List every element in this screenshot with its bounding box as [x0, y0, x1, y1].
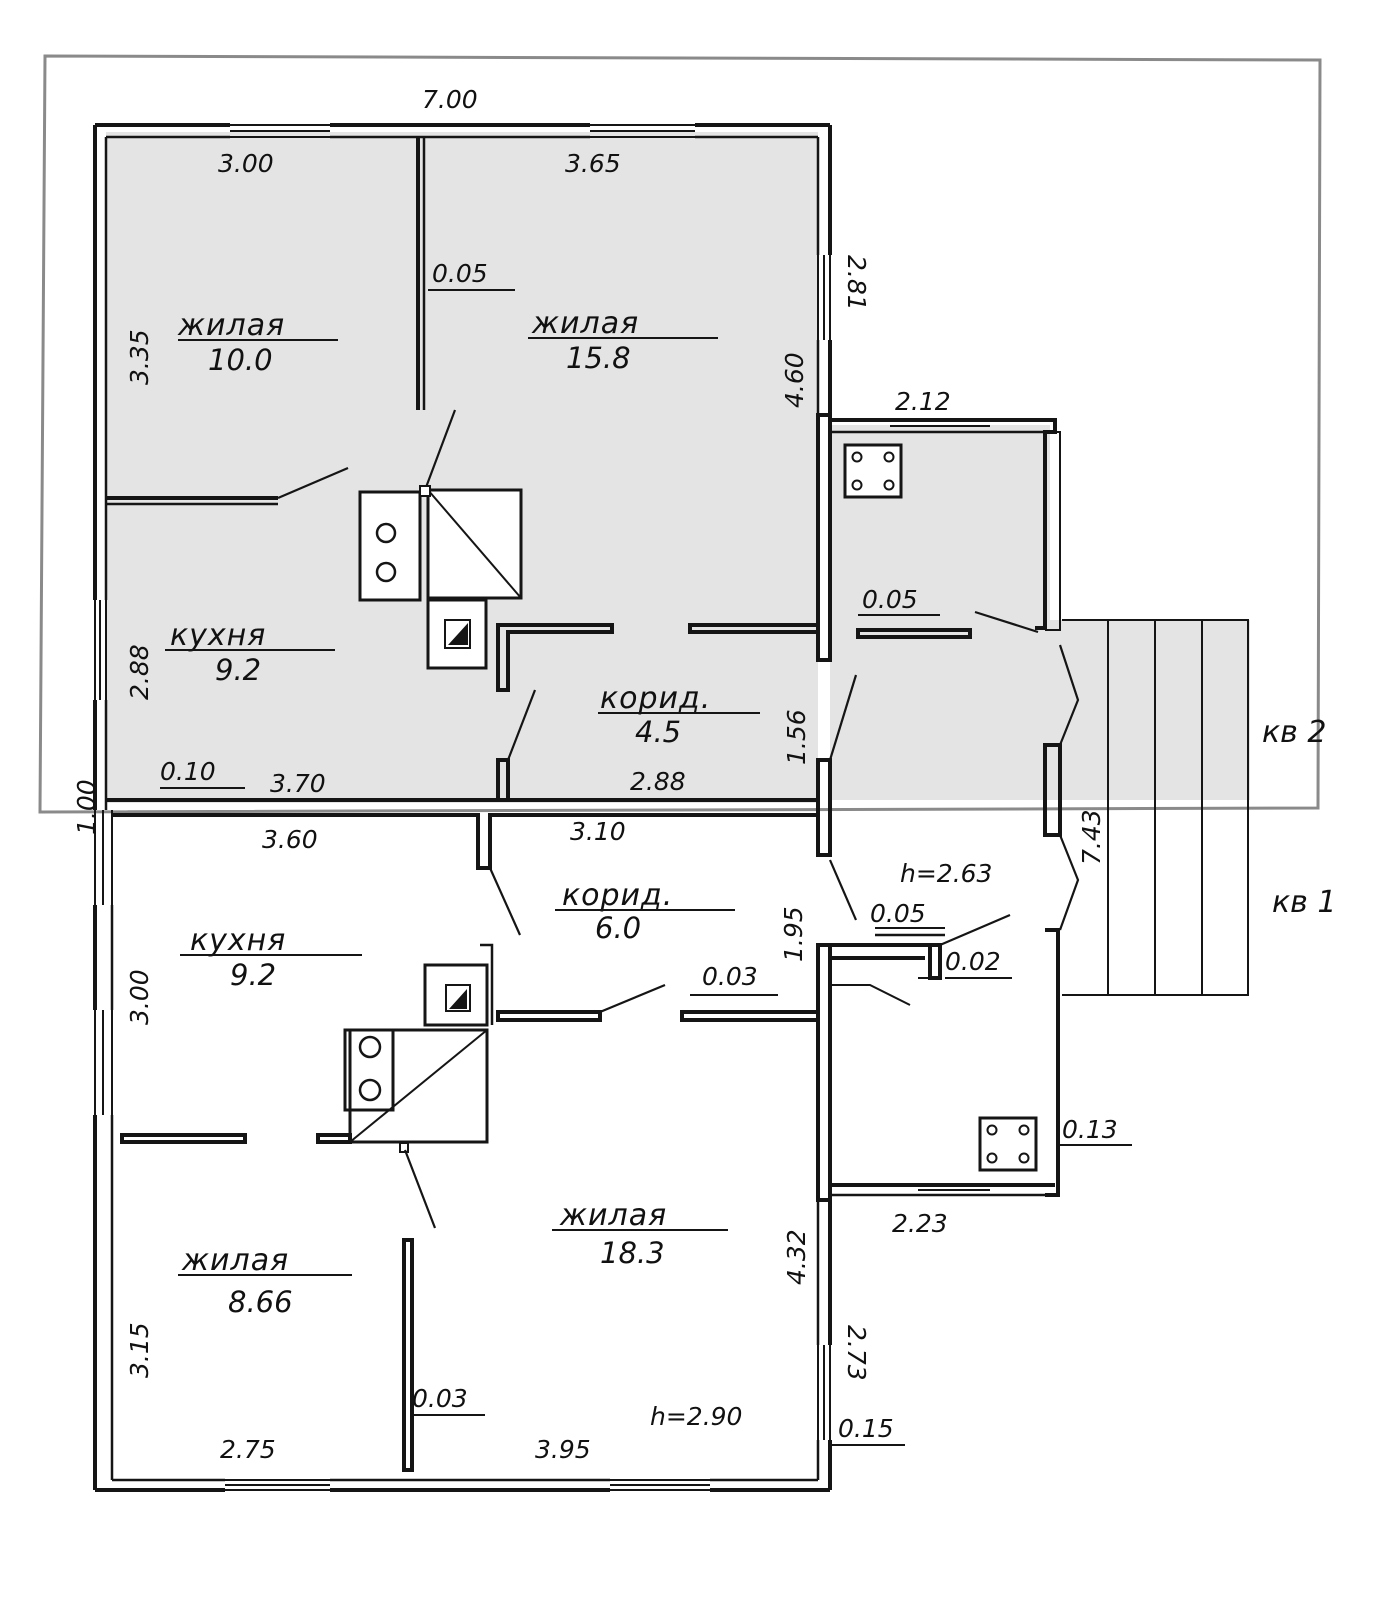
dimension-label: 4.32: [782, 1229, 811, 1285]
dimension-label: 0.10: [160, 757, 216, 786]
dimension-label: 7.43: [1077, 809, 1106, 865]
dimension-label: 3.60: [262, 825, 318, 854]
room-area: 8.66: [228, 1285, 293, 1319]
dimension-label: 2.81: [842, 255, 871, 311]
apartment-labels: кв 2 кв 1: [1262, 715, 1336, 920]
room-area: 9.2: [230, 958, 276, 992]
dimension-label: 0.03: [702, 962, 758, 991]
entry-steps: [1062, 619, 1249, 996]
room-name: жилая: [559, 1198, 667, 1233]
lower-vestibule: [828, 859, 1055, 1197]
dimension-label: 3.10: [570, 817, 626, 846]
room-area: 18.3: [600, 1236, 665, 1270]
apartment-2-shading: [106, 132, 1250, 803]
porch-top-window: [890, 419, 990, 433]
dimension-label: 3.70: [270, 769, 326, 798]
dimension-label: 3.00: [218, 149, 274, 178]
room-name: кухня: [170, 618, 266, 653]
dimension-label: 2.12: [895, 387, 951, 416]
room-area: 15.8: [566, 341, 631, 375]
dimension-label: 3.00: [125, 969, 154, 1025]
right-window-lower: [817, 1345, 831, 1440]
dimension-label: 2.73: [842, 1325, 871, 1381]
room-area: 4.5: [635, 715, 681, 749]
vestibule-bottom-window: [918, 1184, 990, 1196]
dimension-leaders: [160, 289, 1132, 1446]
apartment-2-label: кв 2: [1262, 715, 1326, 750]
room-area: 10.0: [208, 343, 273, 377]
left-window-middle: [94, 810, 113, 905]
apartment-1-label: кв 1: [1272, 885, 1336, 920]
dimension-label: 0.05: [432, 259, 488, 288]
dimension-labels: 7.00 3.00 3.65 0.05 3.35 4.60 2.81 2.12 …: [72, 85, 1118, 1464]
room-name: жилая: [177, 308, 285, 343]
room-name: жилая: [531, 306, 639, 341]
upper-partitions: [106, 137, 820, 802]
dimension-label: 1.00: [72, 779, 101, 835]
dimension-label: 2.88: [630, 767, 686, 796]
apartment-divider-wall: [106, 798, 818, 870]
lower-stove: [343, 943, 494, 1144]
room-labels: жилая 10.0 жилая 15.8 кухня 9.2 корид. 4…: [165, 306, 760, 1319]
room-name: корид.: [600, 681, 711, 716]
dimension-label: 0.02: [945, 947, 1001, 976]
dimension-label: h=2.63: [900, 859, 992, 888]
dimension-label: 0.03: [412, 1384, 468, 1413]
bottom-left-window: [225, 1479, 330, 1491]
dimension-label: 0.05: [862, 585, 918, 614]
room-name: корид.: [562, 878, 673, 913]
upper-porch: [828, 418, 1061, 761]
dimension-label: 0.05: [870, 899, 926, 928]
lower-partitions: [120, 867, 820, 1472]
dimension-label: 1.56: [782, 709, 811, 765]
room-name: кухня: [190, 923, 286, 958]
dimension-label: 2.75: [220, 1435, 276, 1464]
dimension-label: 3.95: [535, 1435, 591, 1464]
dimension-label: 0.13: [1062, 1115, 1118, 1144]
right-window-upper: [817, 255, 831, 340]
dimension-label: 3.65: [565, 149, 621, 178]
dimension-label: 2.88: [125, 644, 154, 700]
top-right-window: [590, 124, 695, 138]
apartment-2-outline: [38, 54, 1322, 814]
dimension-label: 7.00: [422, 85, 478, 114]
room-name: жилая: [181, 1243, 289, 1278]
dimension-label: h=2.90: [650, 1402, 742, 1431]
dimension-label: 1.95: [779, 906, 808, 962]
top-left-window: [230, 124, 330, 138]
left-window-upper: [94, 600, 107, 700]
upper-stove: [358, 485, 523, 670]
dimension-label: 0.15: [838, 1414, 894, 1443]
room-area: 6.0: [595, 911, 641, 945]
left-window-lower: [94, 1010, 113, 1115]
dimension-label: 4.60: [780, 352, 809, 408]
dimension-label: 3.35: [125, 329, 154, 385]
dimension-label: 3.15: [125, 1322, 154, 1378]
exterior-walls: [93, 123, 832, 1492]
dimension-label: 2.23: [892, 1209, 948, 1238]
bottom-right-window: [610, 1479, 710, 1491]
room-area: 9.2: [215, 653, 261, 687]
